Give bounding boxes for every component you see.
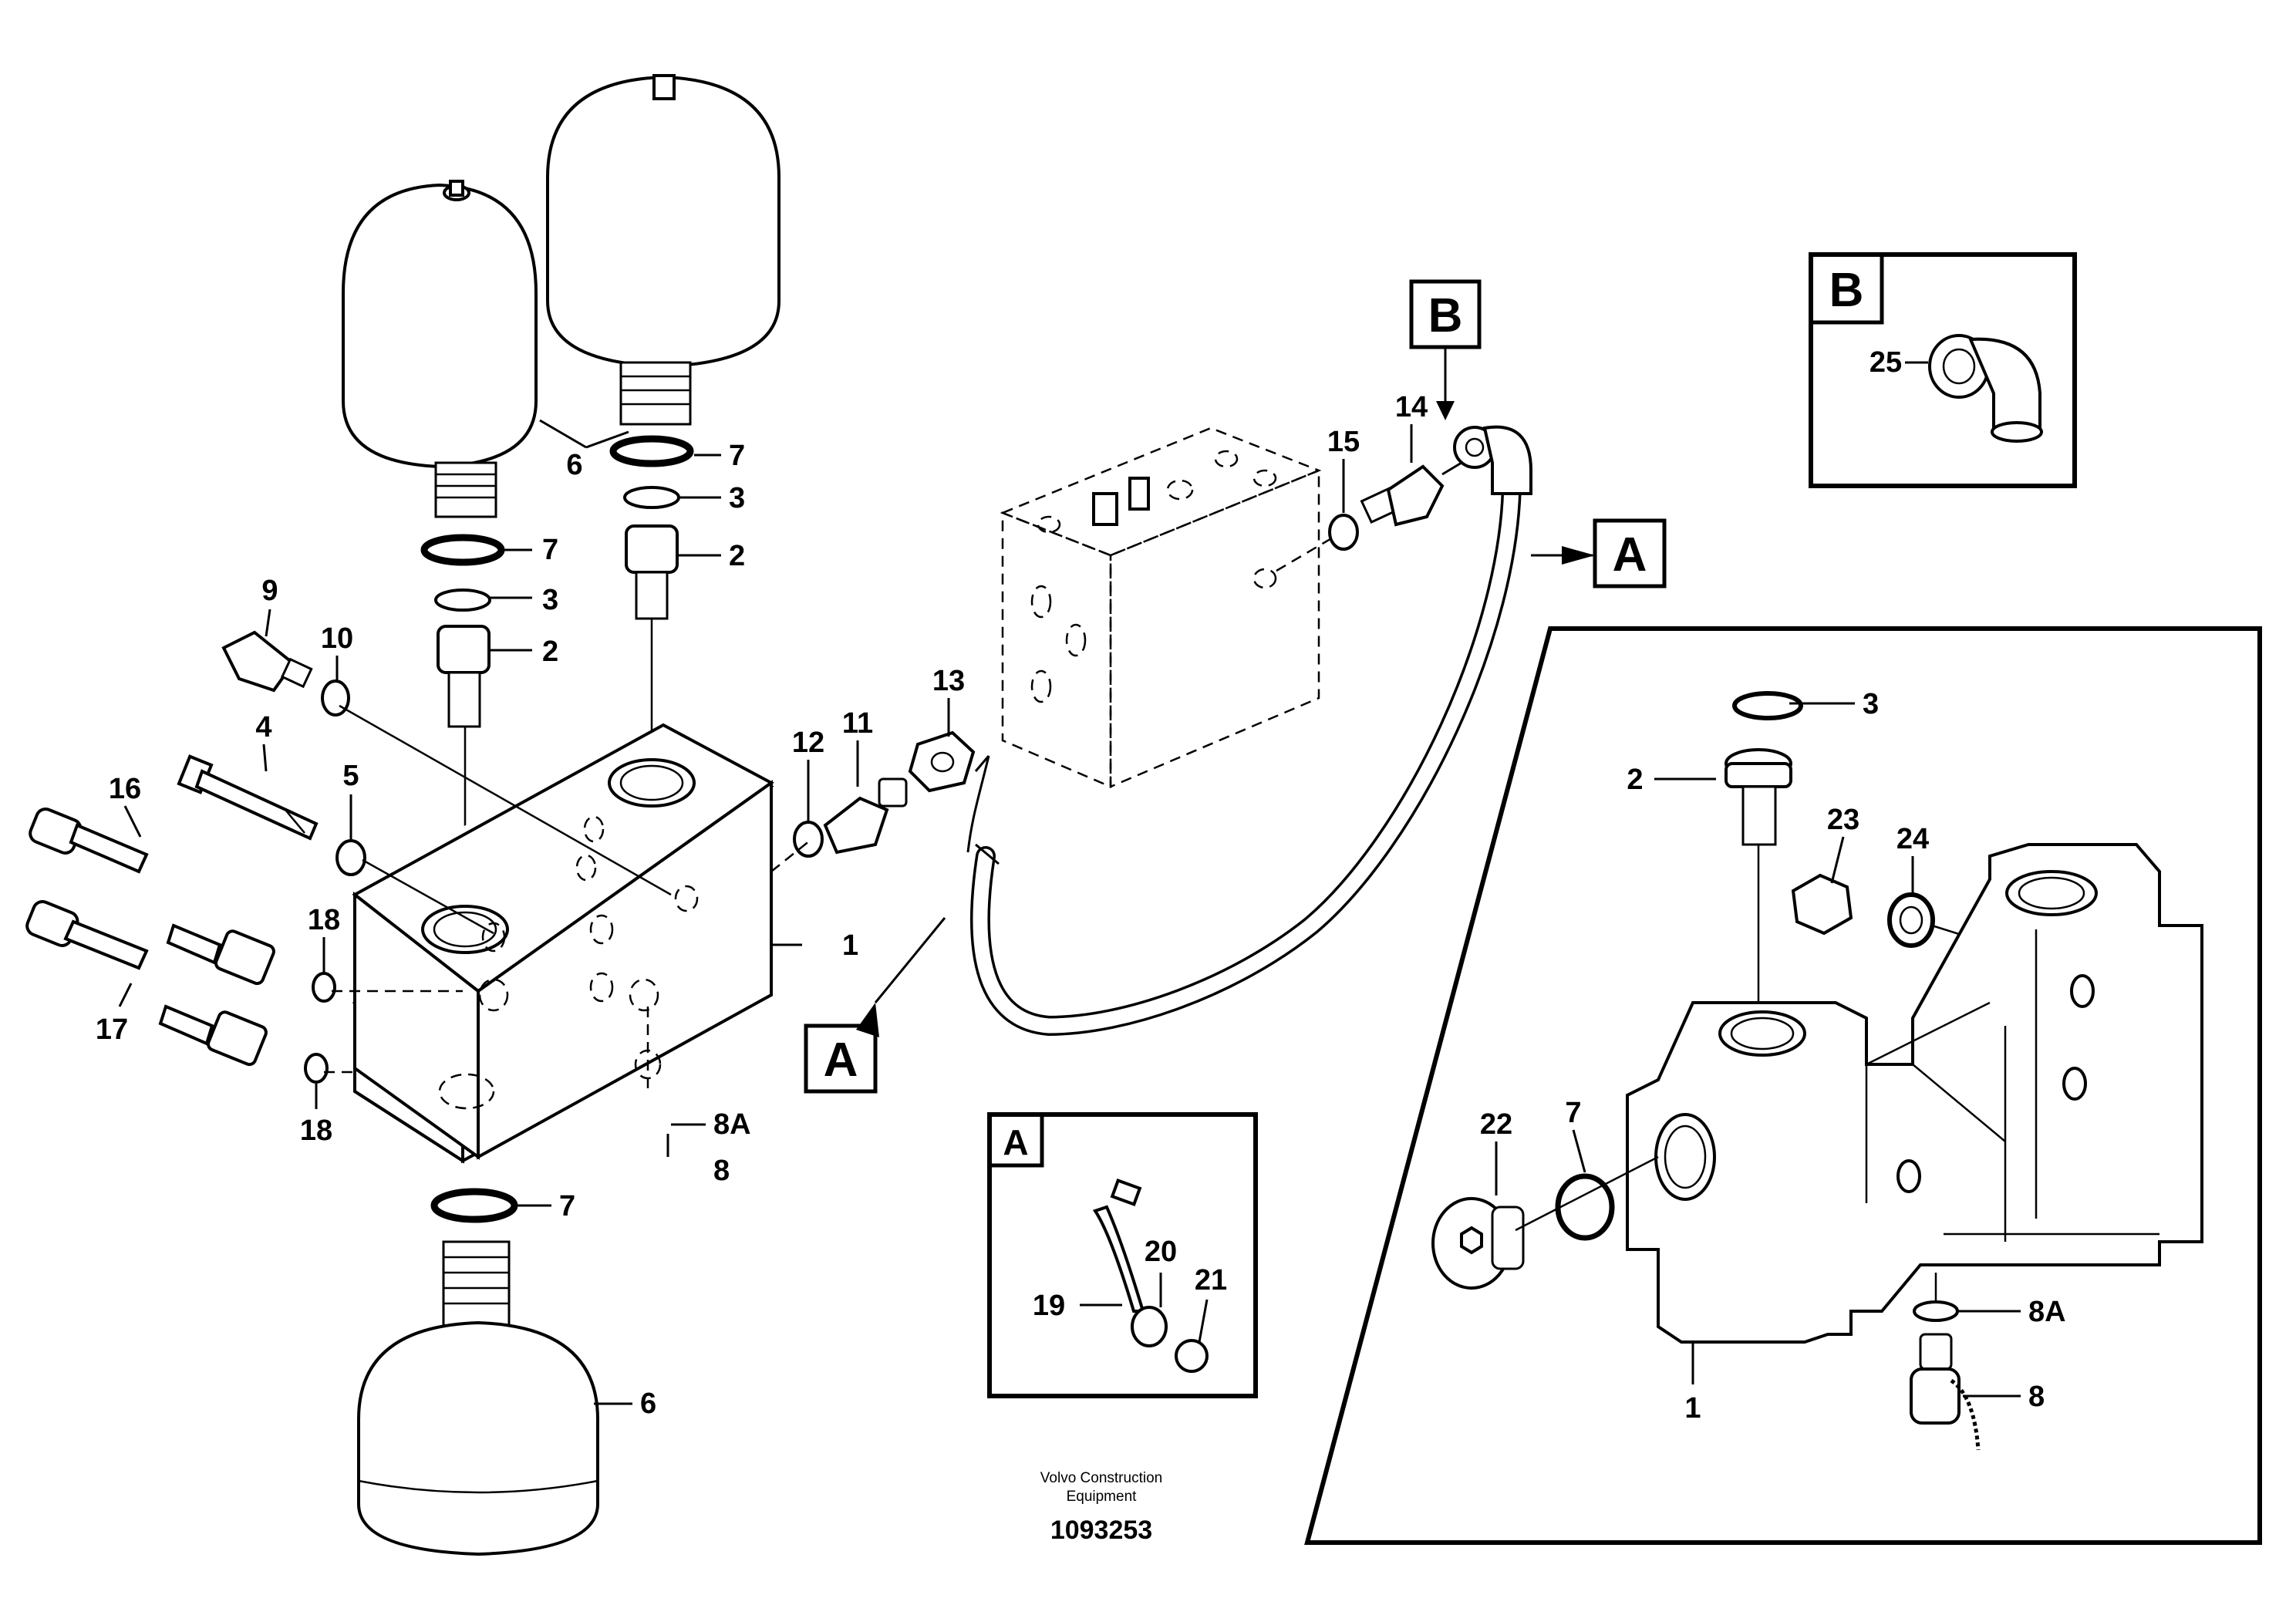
accumulator-left bbox=[342, 180, 538, 518]
document-number: 1093253 bbox=[1050, 1516, 1152, 1545]
svg-text:B: B bbox=[1829, 264, 1864, 317]
svg-text:16: 16 bbox=[109, 773, 141, 805]
snap-ring-3 bbox=[1732, 691, 1803, 720]
svg-text:12: 12 bbox=[792, 727, 824, 759]
svg-text:22: 22 bbox=[1480, 1108, 1512, 1141]
svg-text:2: 2 bbox=[542, 636, 558, 668]
test-nipple-9 bbox=[221, 630, 313, 693]
svg-text:2: 2 bbox=[729, 540, 745, 572]
svg-text:4: 4 bbox=[255, 711, 271, 744]
accumulator-bottom bbox=[357, 1240, 599, 1556]
washer-24 bbox=[1887, 892, 1935, 948]
svg-text:21: 21 bbox=[1195, 1264, 1227, 1297]
svg-text:3: 3 bbox=[542, 584, 558, 616]
callout-box-a-lower: A bbox=[804, 1003, 879, 1094]
svg-text:8A: 8A bbox=[713, 1108, 751, 1141]
o-ring-7-alt bbox=[1555, 1173, 1615, 1241]
svg-text:7: 7 bbox=[542, 534, 558, 566]
o-ring-7-bottom bbox=[430, 1188, 518, 1223]
svg-text:25: 25 bbox=[1870, 346, 1902, 379]
svg-text:5: 5 bbox=[342, 760, 359, 792]
plug-23 bbox=[1791, 873, 1853, 936]
inset-b: B 25 bbox=[1809, 252, 2077, 488]
inset-alt-block bbox=[1304, 626, 2262, 1545]
seal-15 bbox=[1328, 514, 1359, 551]
seal-8a-alt bbox=[1913, 1300, 1959, 1322]
svg-text:7: 7 bbox=[1565, 1097, 1581, 1129]
svg-text:Volvo Construction: Volvo Construction bbox=[1040, 1470, 1162, 1486]
seal-18-top bbox=[312, 972, 336, 1003]
svg-text:2: 2 bbox=[1627, 764, 1643, 796]
fitting-11 bbox=[823, 777, 908, 855]
svg-text:3: 3 bbox=[729, 482, 745, 514]
valve-block bbox=[352, 723, 802, 1164]
o-ring-7-left bbox=[420, 534, 505, 566]
svg-text:6: 6 bbox=[566, 449, 582, 481]
callout-labels: 1 1 2 2 2 3 3 3 4 5 6 6 7 7 7 7 8 8 8A 8… bbox=[96, 391, 2066, 1425]
bolt-4 bbox=[177, 754, 319, 841]
clamp-19 bbox=[1092, 1178, 1145, 1313]
svg-text:23: 23 bbox=[1827, 804, 1859, 836]
inset-a: A 19 20 21 bbox=[987, 1112, 1258, 1398]
svg-text:17: 17 bbox=[96, 1013, 128, 1046]
test-nipple-8-alt bbox=[1910, 1333, 1981, 1451]
control-valve-phantom bbox=[1000, 427, 1343, 788]
elbow-fitting bbox=[1453, 425, 1532, 495]
svg-text:7: 7 bbox=[559, 1190, 575, 1222]
svg-text:11: 11 bbox=[842, 707, 873, 740]
seal-12 bbox=[793, 821, 824, 858]
accumulator-right bbox=[539, 74, 781, 449]
svg-text:1: 1 bbox=[842, 929, 858, 962]
callout-box-b: B bbox=[1409, 279, 1482, 420]
leader-lines bbox=[118, 424, 1593, 1405]
svg-text:20: 20 bbox=[1145, 1236, 1177, 1268]
credit-block: Volvo Construction Equipment 1093253 bbox=[1040, 1470, 1162, 1545]
nut-13 bbox=[908, 730, 976, 793]
svg-text:19: 19 bbox=[1033, 1290, 1065, 1322]
backup-ring-3-left bbox=[434, 588, 491, 612]
hose-a bbox=[966, 468, 1522, 1037]
svg-text:14: 14 bbox=[1395, 391, 1428, 423]
svg-text:6: 6 bbox=[640, 1388, 656, 1420]
svg-text:B: B bbox=[1428, 289, 1463, 342]
svg-text:8: 8 bbox=[2028, 1381, 2045, 1413]
svg-text:15: 15 bbox=[1327, 426, 1360, 458]
svg-text:8: 8 bbox=[713, 1155, 730, 1187]
svg-text:A: A bbox=[1003, 1122, 1028, 1162]
valve-2-alt bbox=[1725, 748, 1792, 1010]
svg-text:Equipment: Equipment bbox=[1067, 1489, 1138, 1505]
svg-text:7: 7 bbox=[729, 440, 745, 472]
seal-10 bbox=[321, 679, 350, 717]
svg-text:A: A bbox=[1613, 528, 1647, 582]
fitting-14 bbox=[1360, 461, 1462, 527]
backup-ring-3-right bbox=[623, 486, 680, 509]
washer-5 bbox=[335, 839, 366, 876]
svg-text:10: 10 bbox=[321, 622, 353, 655]
seal-18-bottom bbox=[304, 1053, 329, 1084]
svg-text:A: A bbox=[824, 1034, 858, 1087]
svg-text:18: 18 bbox=[308, 904, 340, 936]
svg-text:8A: 8A bbox=[2028, 1296, 2066, 1328]
svg-text:9: 9 bbox=[261, 575, 278, 607]
svg-text:3: 3 bbox=[1863, 688, 1879, 720]
plug-22 bbox=[1431, 1197, 1525, 1290]
sleeve-20 bbox=[1131, 1306, 1168, 1347]
svg-text:1: 1 bbox=[1684, 1392, 1701, 1425]
cap-21 bbox=[1175, 1339, 1209, 1373]
hose-fitting-17 bbox=[25, 899, 268, 1067]
svg-text:24: 24 bbox=[1896, 823, 1929, 855]
callout-box-a: A bbox=[1562, 518, 1667, 588]
elbow-25 bbox=[1928, 334, 2043, 443]
hose-fitting-16 bbox=[29, 807, 275, 986]
o-ring-7-right bbox=[609, 435, 694, 467]
svg-text:18: 18 bbox=[300, 1114, 332, 1147]
svg-text:13: 13 bbox=[932, 665, 965, 697]
